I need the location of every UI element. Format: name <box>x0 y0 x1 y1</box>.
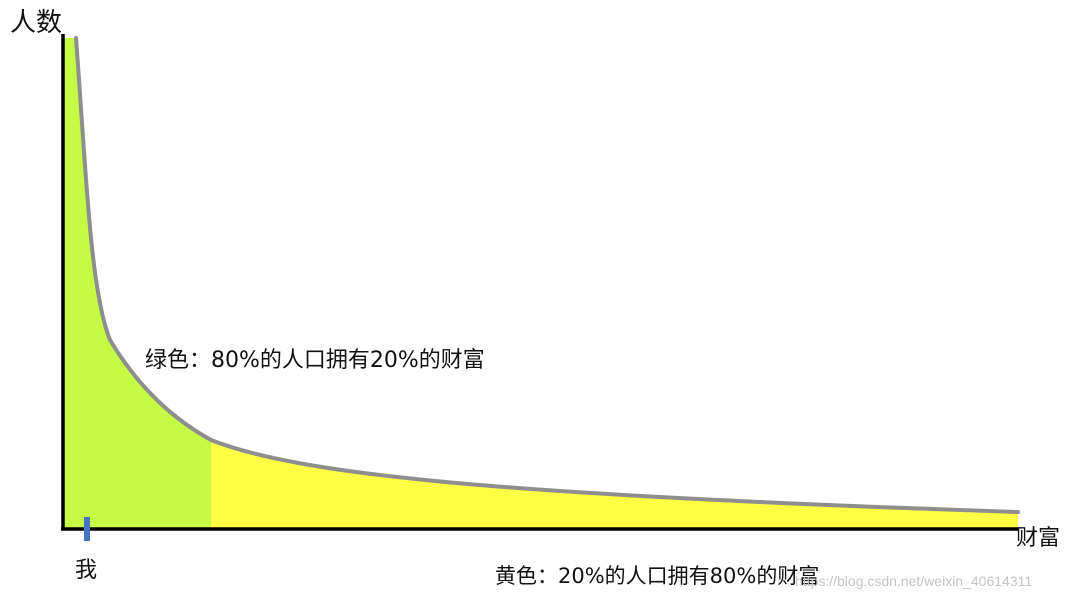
green-region <box>64 38 211 528</box>
distribution-curve <box>74 36 1020 514</box>
yellow-region <box>211 38 1018 528</box>
me-marker <box>84 517 90 541</box>
me-marker-label: 我 <box>75 558 98 583</box>
x-axis-label: 财富 <box>1016 526 1061 551</box>
y-axis-label: 人数 <box>10 8 63 38</box>
green-region-label: 绿色：80%的人口拥有20%的财富 <box>145 348 485 373</box>
watermark: https://blog.csdn.net/weixin_40614311 <box>795 573 1033 589</box>
yellow-region-label: 黄色：20%的人口拥有80%的财富 <box>495 564 820 588</box>
